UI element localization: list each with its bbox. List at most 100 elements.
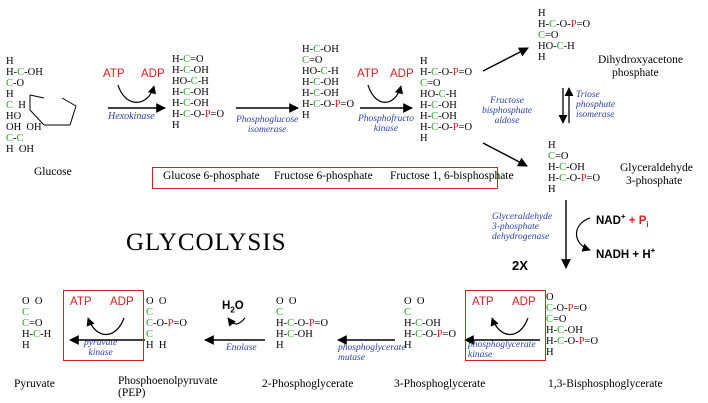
structure-row: H-C-O-P=O	[538, 19, 591, 30]
phosphate-box-hexoses	[152, 167, 498, 189]
label-glucose: Glucose	[34, 166, 72, 178]
structure-row: H-C-OH	[302, 77, 339, 88]
adp-label-pfk: ADP	[390, 68, 414, 80]
structure-row: C=O	[22, 318, 43, 329]
label-g6p: Glucose 6-phosphate	[163, 170, 260, 182]
atp-box-pk	[63, 290, 144, 361]
structure-row: C=O	[548, 151, 569, 162]
label-pep-line2: (PEP)	[118, 387, 146, 399]
structure-row: H-C-O-P=O	[548, 173, 601, 184]
structure-row: O O	[22, 296, 43, 307]
structure-row: H OH	[6, 144, 34, 155]
structure-row: H	[22, 340, 30, 351]
structure-row: H	[302, 110, 310, 121]
structure-row: H-C-OH	[420, 100, 457, 111]
structure-row: HO-C-H	[302, 66, 339, 77]
structure-row: C	[146, 307, 154, 318]
diagram-title: GLYCOLYSIS	[126, 229, 287, 256]
structure-row: H	[6, 56, 14, 67]
structure-row: C	[146, 329, 154, 340]
nadh-label: NADH + H+	[596, 246, 656, 261]
structure-row: H-C-O-P=O	[546, 336, 599, 347]
structure-row: H-C-OH	[276, 329, 313, 340]
enzyme-pfk: Phosphofructo kinase	[358, 114, 414, 134]
structure-row: C=O	[302, 55, 323, 66]
structure-row: H-C-OH	[172, 65, 209, 76]
label-g3p-line1: Glyceraldehyde	[620, 162, 693, 174]
structure-row: O O	[404, 296, 425, 307]
structure-row: C-O-P=O	[546, 303, 587, 314]
atp-label-pfk: ATP	[357, 68, 379, 80]
atp-label-pgk: ATP	[472, 296, 494, 308]
structure-row: C=O	[420, 78, 441, 89]
enzyme-enolase: Enolase	[226, 343, 257, 353]
structure-row: H	[404, 340, 412, 351]
structure-row: C-C	[6, 133, 24, 144]
enzyme-pgm: phosphoglycerate mutase	[338, 343, 406, 363]
label-g3p-line2: 3-phosphate	[626, 175, 683, 187]
structure-row: O O	[276, 296, 297, 307]
structure-row: H	[548, 184, 556, 195]
structure-row: OH OH	[6, 122, 42, 133]
structure-row: H	[6, 89, 14, 100]
enzyme-tpi: Triose phosphate isomerase	[576, 90, 616, 120]
adp-label-pk: ADP	[110, 296, 134, 308]
structure-row: H	[546, 347, 554, 358]
structure-row: C H	[6, 100, 26, 111]
atp-box-pgk	[465, 290, 546, 361]
structure-row: HO-C-H	[538, 41, 575, 52]
structure-row: O O	[146, 296, 167, 307]
structure-row: H-C-OH	[404, 318, 441, 329]
structure-row: H-C-O-P=O	[420, 122, 473, 133]
water-label: H2O	[222, 300, 244, 315]
structure-row: C=O	[538, 30, 559, 41]
structure-row: H	[538, 8, 546, 19]
structure-row: H	[538, 52, 546, 63]
label-dhap-line2: phosphate	[612, 67, 659, 79]
curve-pfk	[367, 84, 404, 103]
atp-label-pk: ATP	[70, 296, 92, 308]
structure-row: H-C-OH	[546, 325, 583, 336]
structure-row: H-C-OH	[420, 111, 457, 122]
glucose-ring	[29, 94, 77, 126]
structure-row: H-C-OH	[172, 87, 209, 98]
enzyme-gapdh: Glyceraldehyde 3-phosphate dehydrogenase	[492, 212, 553, 242]
label-3pg: 3-Phosphoglycerate	[394, 378, 486, 390]
structure-row: H-C-O-P=O	[404, 329, 457, 340]
nad-label: NAD+ + Pi	[596, 212, 649, 230]
structure-row: C=O	[546, 314, 567, 325]
label-f16bp: Fructose 1, 6-bisphosphate	[390, 170, 514, 182]
curve-pk	[86, 317, 125, 335]
curve-pgk	[490, 317, 529, 335]
structure-row: H-C-O-P=O	[172, 109, 225, 120]
label-pyruvate: Pyruvate	[14, 378, 55, 390]
structure-row: O	[546, 292, 554, 303]
structure-row: H-C-OH	[302, 88, 339, 99]
curve-hexokinase	[117, 84, 157, 103]
enzyme-pgk: phosphoglycerate kinase	[468, 340, 536, 360]
structure-row: H	[548, 140, 556, 151]
structure-row: H-C-O-P=O	[276, 318, 329, 329]
structure-row: H-C-H	[22, 329, 52, 340]
arrow-aldolase-dhap	[482, 47, 529, 72]
structure-row: HO-C-H	[172, 76, 209, 87]
adp-label-hexokinase: ADP	[141, 68, 165, 80]
structure-row: C	[22, 307, 30, 318]
enzyme-aldolase: Fructose bisphosphate aldose	[482, 96, 533, 126]
structure-row: C	[404, 307, 412, 318]
structure-row: H	[172, 120, 180, 131]
adp-label-pgk: ADP	[512, 296, 536, 308]
structure-row: H	[276, 340, 284, 351]
structure-row: C-O	[6, 78, 25, 89]
structure-row: H H	[146, 340, 167, 351]
structure-row: C-O-P=O	[146, 318, 187, 329]
